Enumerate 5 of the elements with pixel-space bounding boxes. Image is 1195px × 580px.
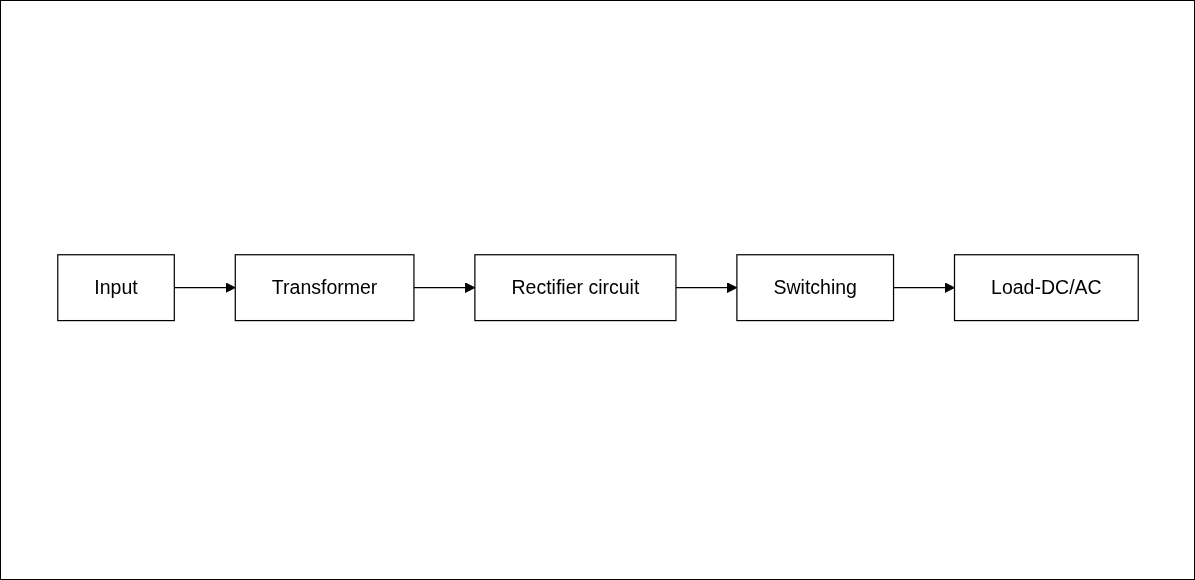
- node-box: Transformer: [234, 254, 415, 322]
- node-box: Load-DC/AC: [953, 254, 1139, 322]
- node-box: Input: [56, 254, 175, 322]
- node-box: Switching: [735, 254, 894, 322]
- node-box: Rectifier circuit: [473, 254, 677, 322]
